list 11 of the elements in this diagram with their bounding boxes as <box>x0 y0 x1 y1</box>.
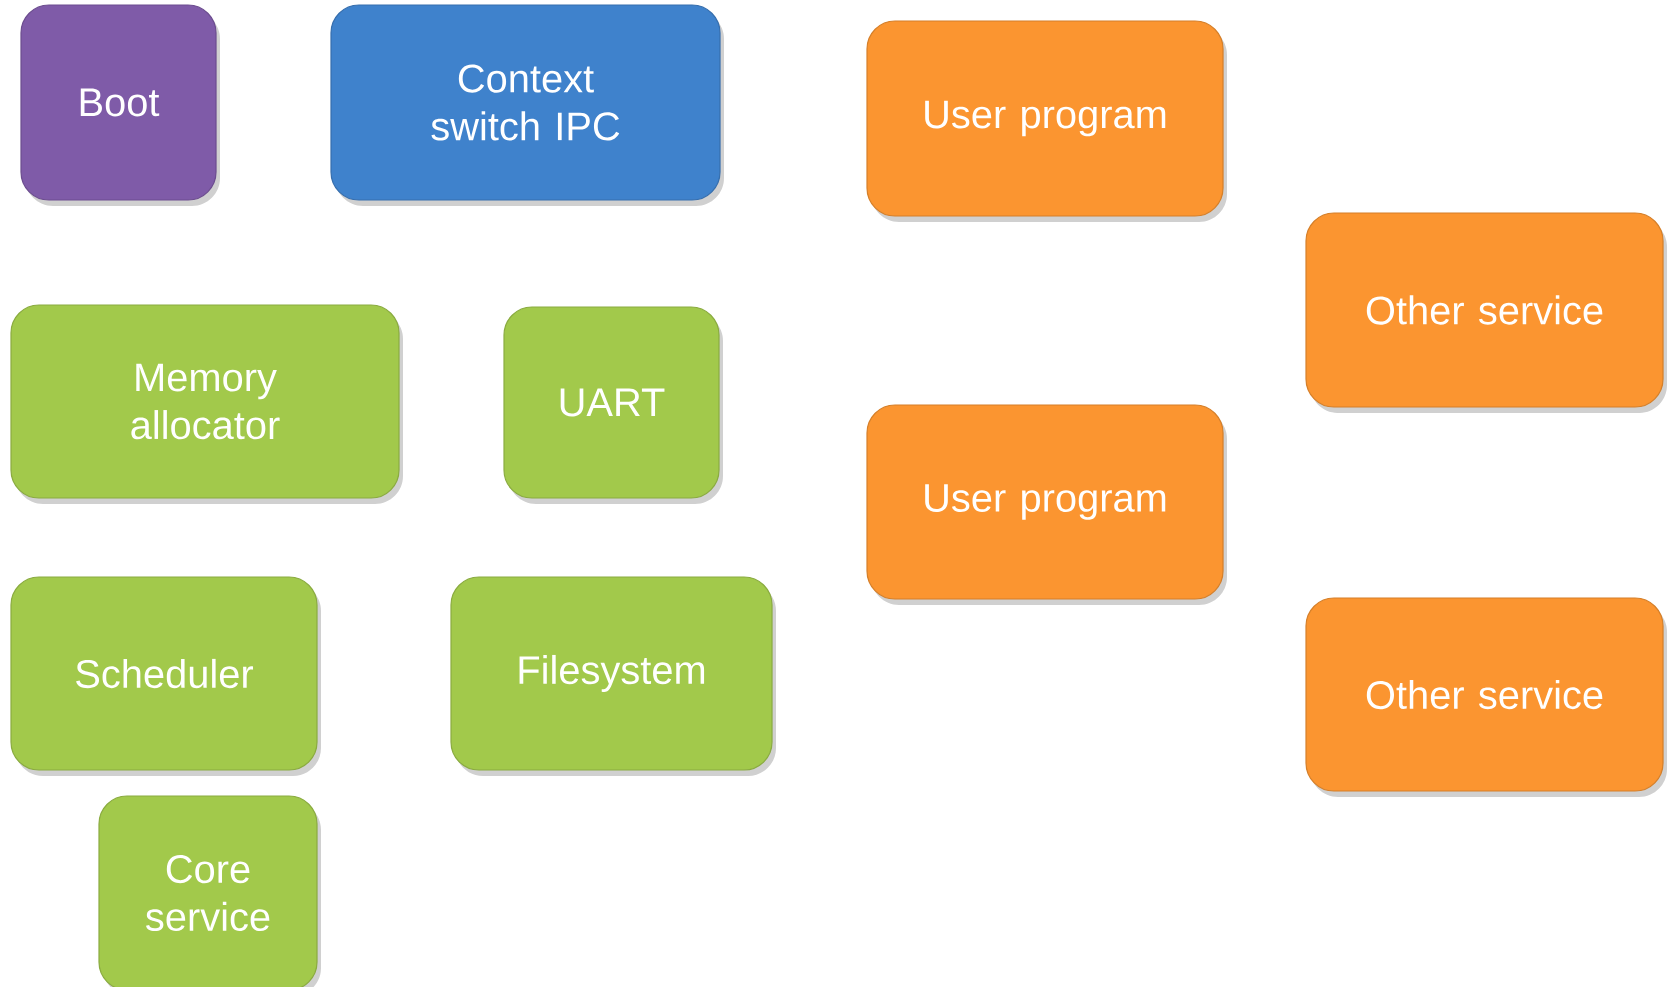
process-box: UART <box>503 306 723 504</box>
process-box: Boot <box>20 4 220 206</box>
process-box: Context switch IPC <box>330 4 724 206</box>
process-box: Core service <box>98 795 321 987</box>
process-box: Scheduler <box>10 576 321 776</box>
process-box: User program <box>866 20 1227 222</box>
process-box: Other service <box>1305 212 1667 413</box>
process-box: Memory allocator <box>10 304 403 504</box>
process-box: User program <box>866 404 1227 605</box>
process-box: Filesystem <box>450 576 776 776</box>
process-box: Other service <box>1305 597 1667 797</box>
